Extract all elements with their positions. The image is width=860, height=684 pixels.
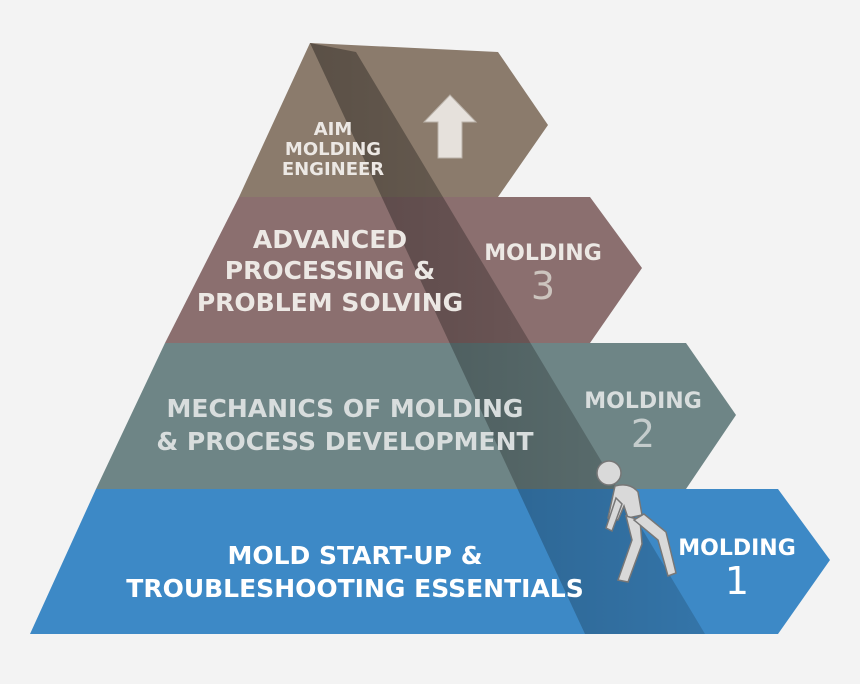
tier-1-badge-number: 1 xyxy=(724,559,750,604)
tier-3-line-3: PROBLEM SOLVING xyxy=(196,287,464,317)
tier-4-line-1: AIM xyxy=(313,119,353,140)
tier-1-title: MOLD START-UP & TROUBLESHOOTING ESSENTIA… xyxy=(100,540,610,605)
tier-3-band xyxy=(165,197,642,343)
up-arrow-icon xyxy=(422,94,478,159)
pyramid-shadow xyxy=(310,43,705,634)
tier-1-line-1: MOLD START-UP & xyxy=(227,541,483,570)
tier-3-title: ADVANCED PROCESSING & PROBLEM SOLVING xyxy=(180,224,480,318)
tier-4-title: AIM MOLDING ENGINEER xyxy=(258,120,408,179)
tier-2-badge-number: 2 xyxy=(630,412,656,457)
tier-4-line-3: ENGINEER xyxy=(281,158,385,180)
tier-2-title: MECHANICS OF MOLDING & PROCESS DEVELOPME… xyxy=(140,393,550,458)
tier-1-badge: MOLDING 1 xyxy=(672,536,802,604)
tier-3-line-1: ADVANCED xyxy=(252,225,408,254)
tier-1-line-2: TROUBLESHOOTING ESSENTIALS xyxy=(126,573,584,603)
tier-2-badge: MOLDING 2 xyxy=(578,389,708,457)
tier-4-line-2: MOLDING xyxy=(284,138,382,160)
climbing-person-icon xyxy=(596,460,677,583)
tier-2-badge-word: MOLDING xyxy=(584,389,702,414)
tier-3-badge-word: MOLDING xyxy=(484,241,602,266)
tier-1-badge-word: MOLDING xyxy=(678,536,796,561)
tier-2-line-1: MECHANICS OF MOLDING xyxy=(166,394,524,423)
tier-3-line-2: PROCESSING & xyxy=(224,256,436,286)
tier-3-badge: MOLDING 3 xyxy=(478,241,608,309)
tier-2-line-2: & PROCESS DEVELOPMENT xyxy=(156,426,534,456)
tier-3-badge-number: 3 xyxy=(530,264,556,309)
